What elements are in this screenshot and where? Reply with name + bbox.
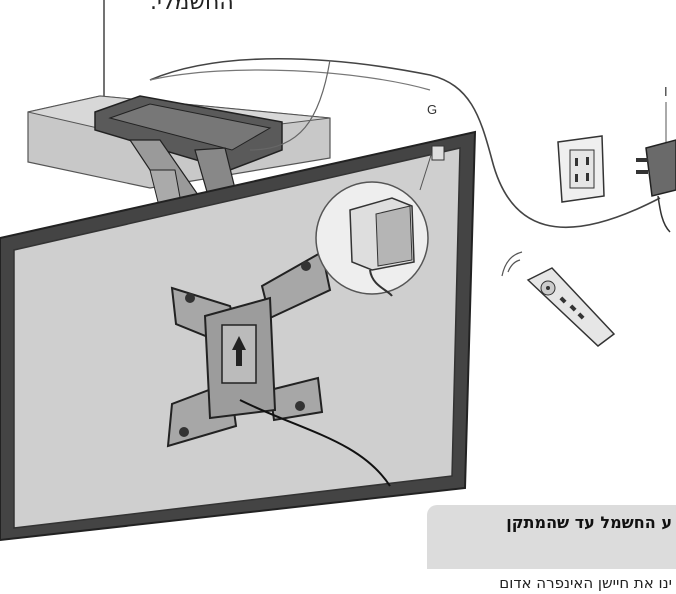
notice-title: ע החשמל עד שהמתקן [506,513,672,532]
vesa-plate [166,250,332,448]
label-g: G [427,102,438,117]
notice-panel: ע החשמל עד שהמתקן [427,505,676,569]
label-i: I [664,84,668,99]
remote-control-icon [501,251,616,347]
wall-outlet-icon [557,135,605,203]
notice-body: ינו את חיישן האינפרה אדום [499,574,672,592]
ir-receiver-icon [315,145,445,297]
power-adapter-icon [636,102,676,233]
top-caption: החשמלי. [150,0,234,15]
